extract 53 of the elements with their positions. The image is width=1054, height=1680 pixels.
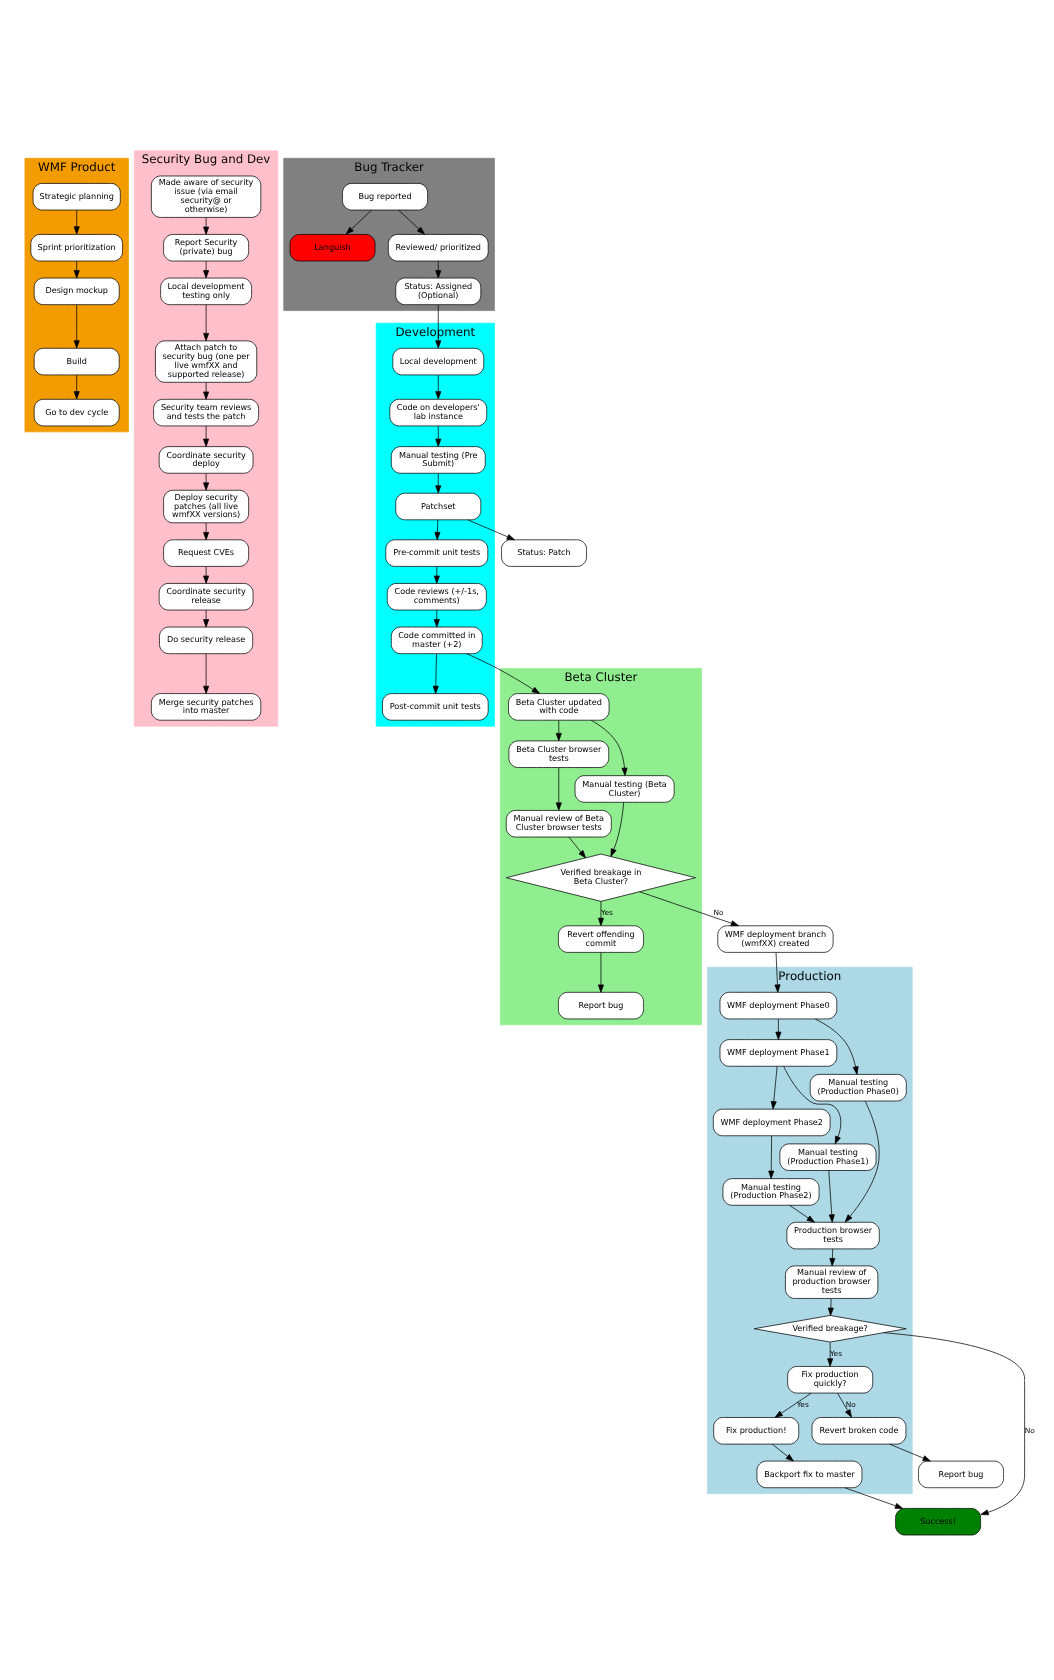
arrow [883,1332,1025,1516]
arrow [203,425,210,447]
arrow [435,304,442,349]
arrow [73,209,80,235]
arrow [432,653,439,694]
arrow [73,260,80,279]
arrow [598,952,604,993]
arrow [466,653,540,694]
arrow [398,209,425,235]
arrow [73,304,80,349]
arrow [203,382,210,400]
arrow [771,1443,794,1462]
arrow [774,1392,812,1418]
arrow [828,1170,835,1223]
arrow [768,1135,775,1179]
arrow [203,566,210,584]
arrow [203,304,210,342]
arrow [203,609,210,628]
arrow [433,609,440,628]
arrow [435,260,442,279]
arrow [203,653,210,694]
arrow [568,836,586,859]
arrow [774,952,781,993]
arrow [775,1018,782,1040]
arrow [598,901,604,926]
arrow [467,519,515,541]
arrow [203,260,210,279]
arrow [789,1204,815,1223]
arrow [73,374,80,400]
arrow [555,767,562,811]
arrow [555,720,562,742]
arrow [837,1392,852,1418]
arrow [435,374,442,400]
arrow [203,473,210,491]
arrow [203,522,210,541]
arrow [770,1066,778,1110]
arrow [844,1100,880,1223]
arrow [829,1248,836,1267]
arrow [345,209,372,235]
arrow [815,1018,859,1075]
arrow [434,519,441,541]
arrow [610,802,625,857]
arrow [433,566,440,584]
arrow [783,1066,842,1145]
arrow [639,891,739,927]
arrow [590,720,628,776]
arrow [827,1298,834,1316]
arrow [435,473,442,494]
arrow [435,425,442,447]
arrow [203,217,210,235]
arrow [844,1487,904,1509]
arrow [889,1443,931,1462]
arrow [827,1341,834,1367]
